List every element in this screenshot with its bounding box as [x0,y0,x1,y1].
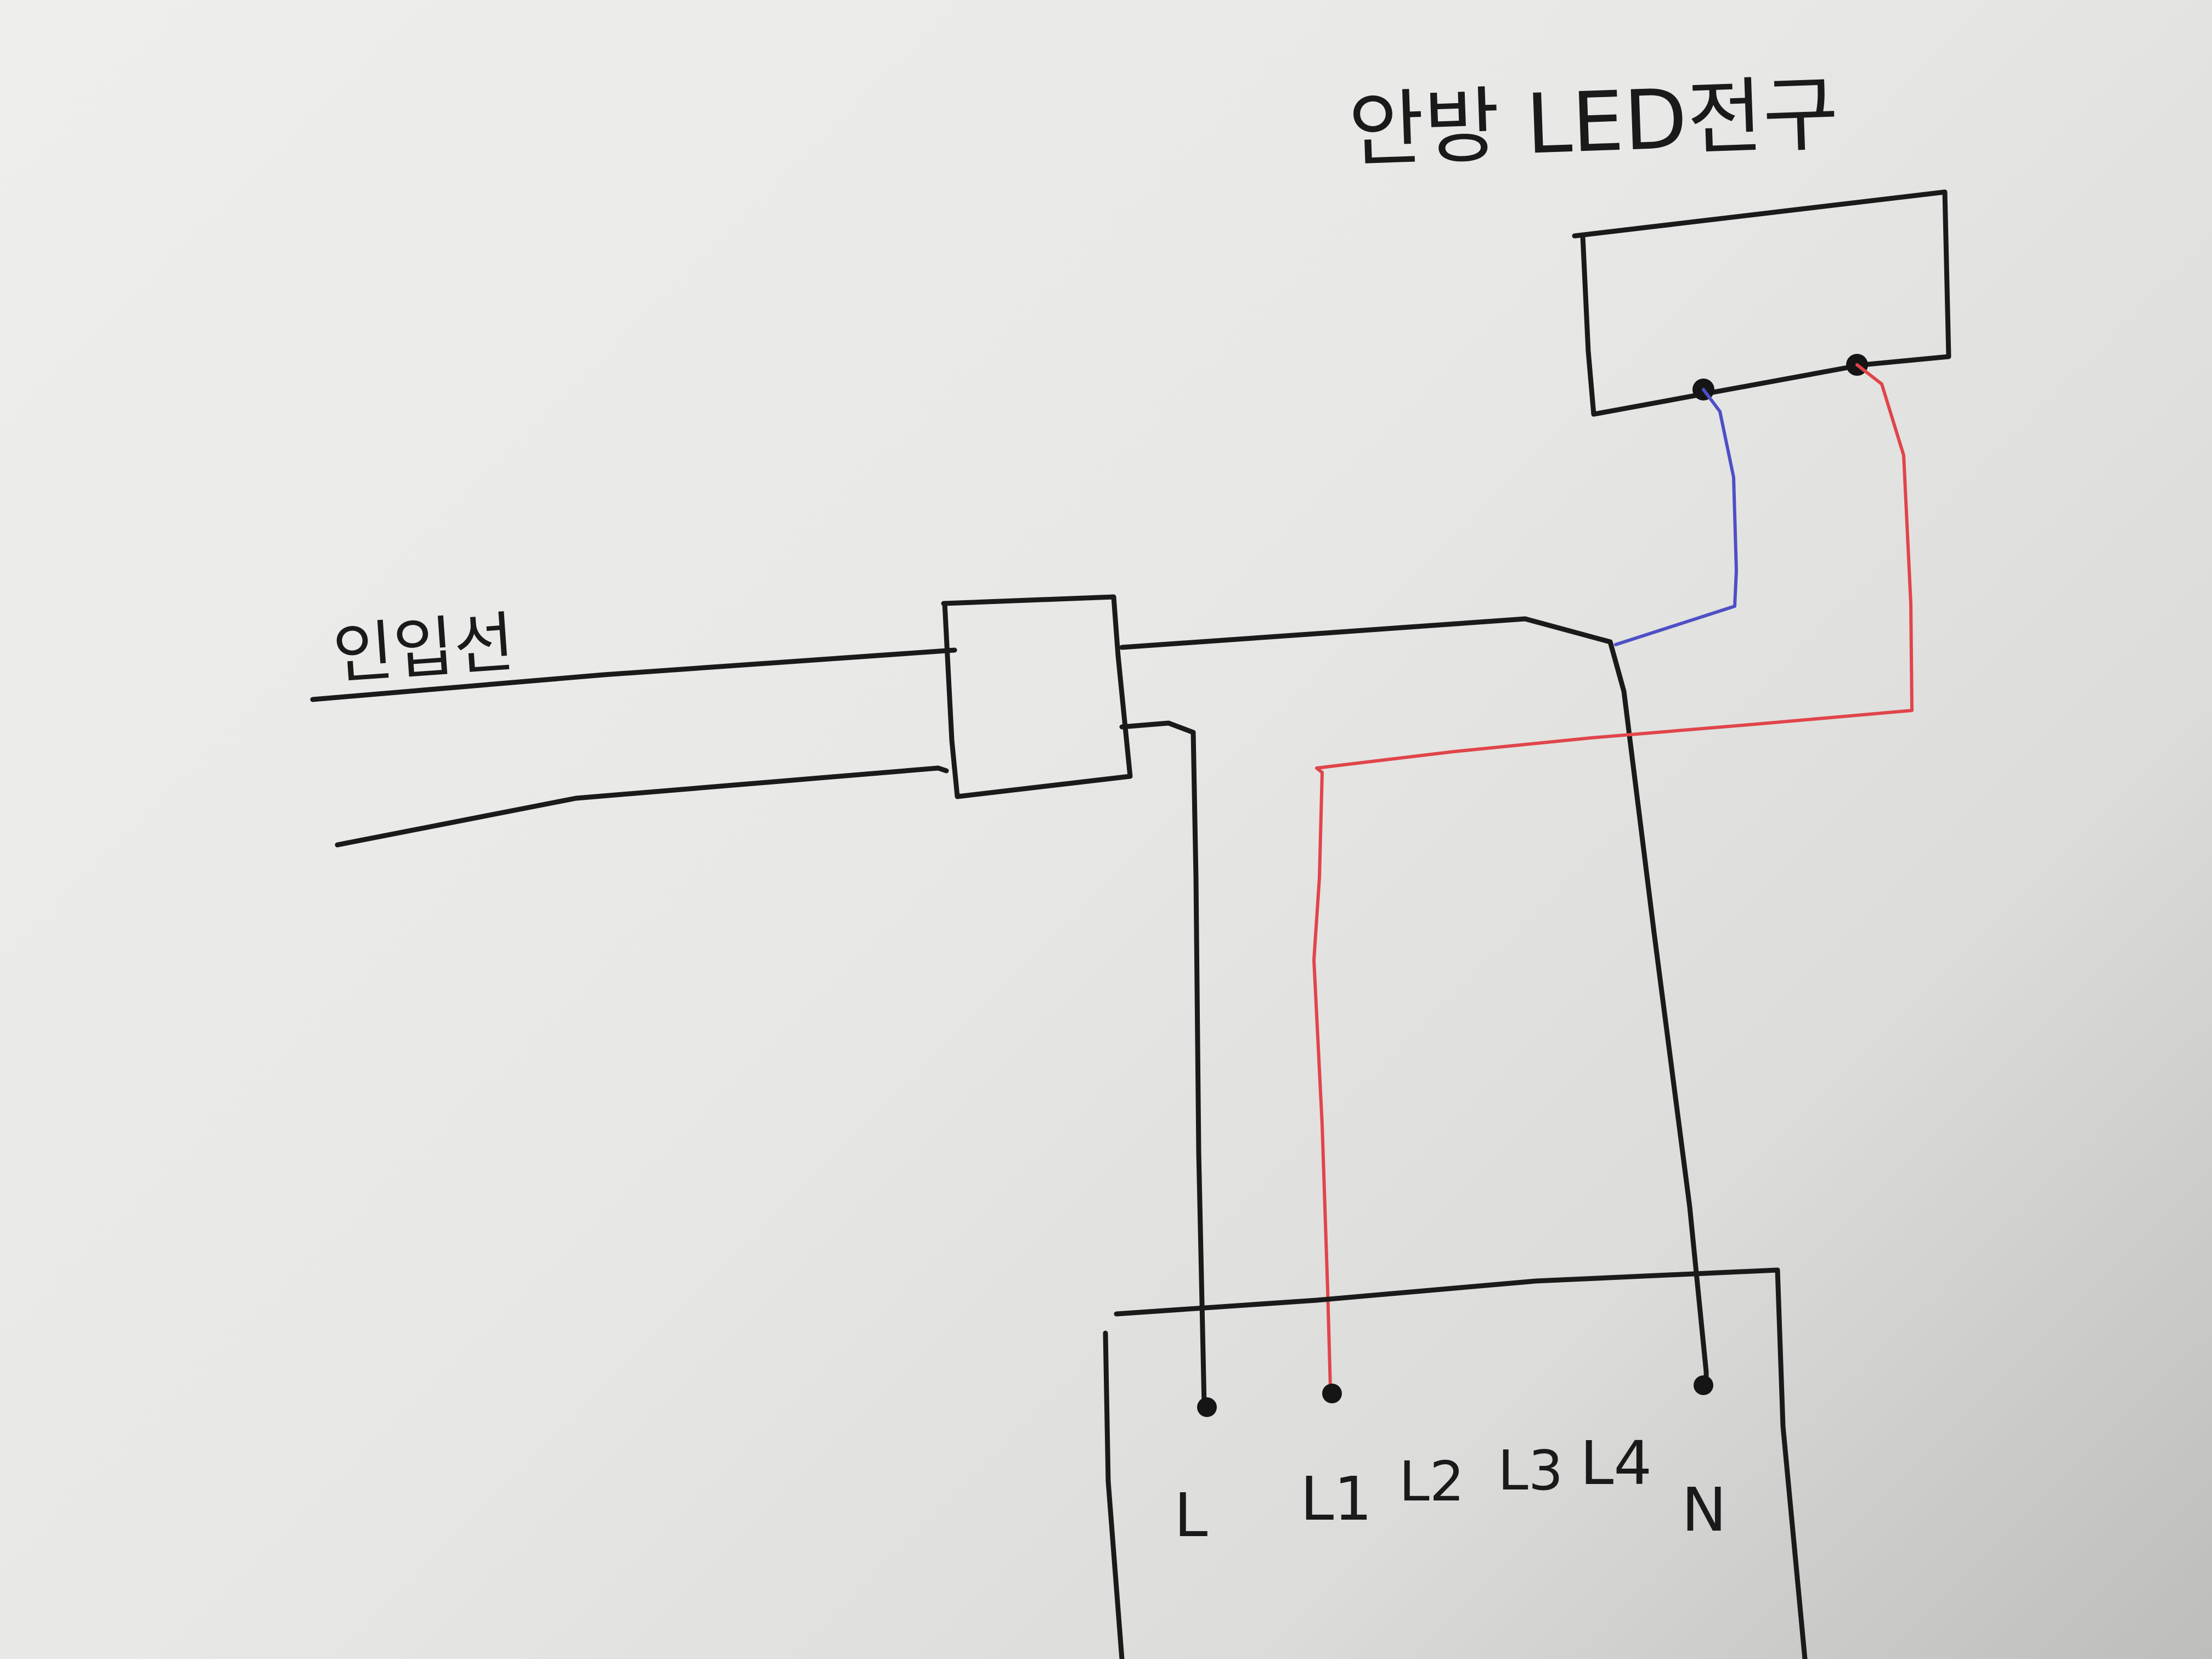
switch-box [1114,1267,1808,1659]
junction-box [941,594,1133,799]
switch-terminal-l1 [1322,1384,1342,1403]
terminal-label-l3: L3 [1498,1438,1563,1503]
switch-terminal-n [1694,1375,1713,1395]
red-wire [1312,363,1914,1390]
switch-box-left-edge [1103,1330,1125,1659]
lamp-title-label: 안방 LED전구 [1347,66,1840,179]
switch-terminal-l [1197,1397,1217,1417]
black-wire-line [1119,720,1207,1407]
led-lamp-box [1572,189,1951,417]
incoming-line-label: 인입선 [330,605,517,693]
terminal-label-n: N [1681,1475,1726,1545]
terminal-label-l1: L1 [1300,1464,1372,1534]
black-wire-neutral [1119,616,1709,1391]
terminal-label-l2: L2 [1399,1449,1464,1514]
incoming-wire-top [310,647,957,702]
terminal-label-l: L [1174,1480,1207,1550]
blue-wire [1614,388,1738,646]
terminal-label-l4: L4 [1580,1428,1652,1498]
incoming-wire-bottom [335,765,949,848]
